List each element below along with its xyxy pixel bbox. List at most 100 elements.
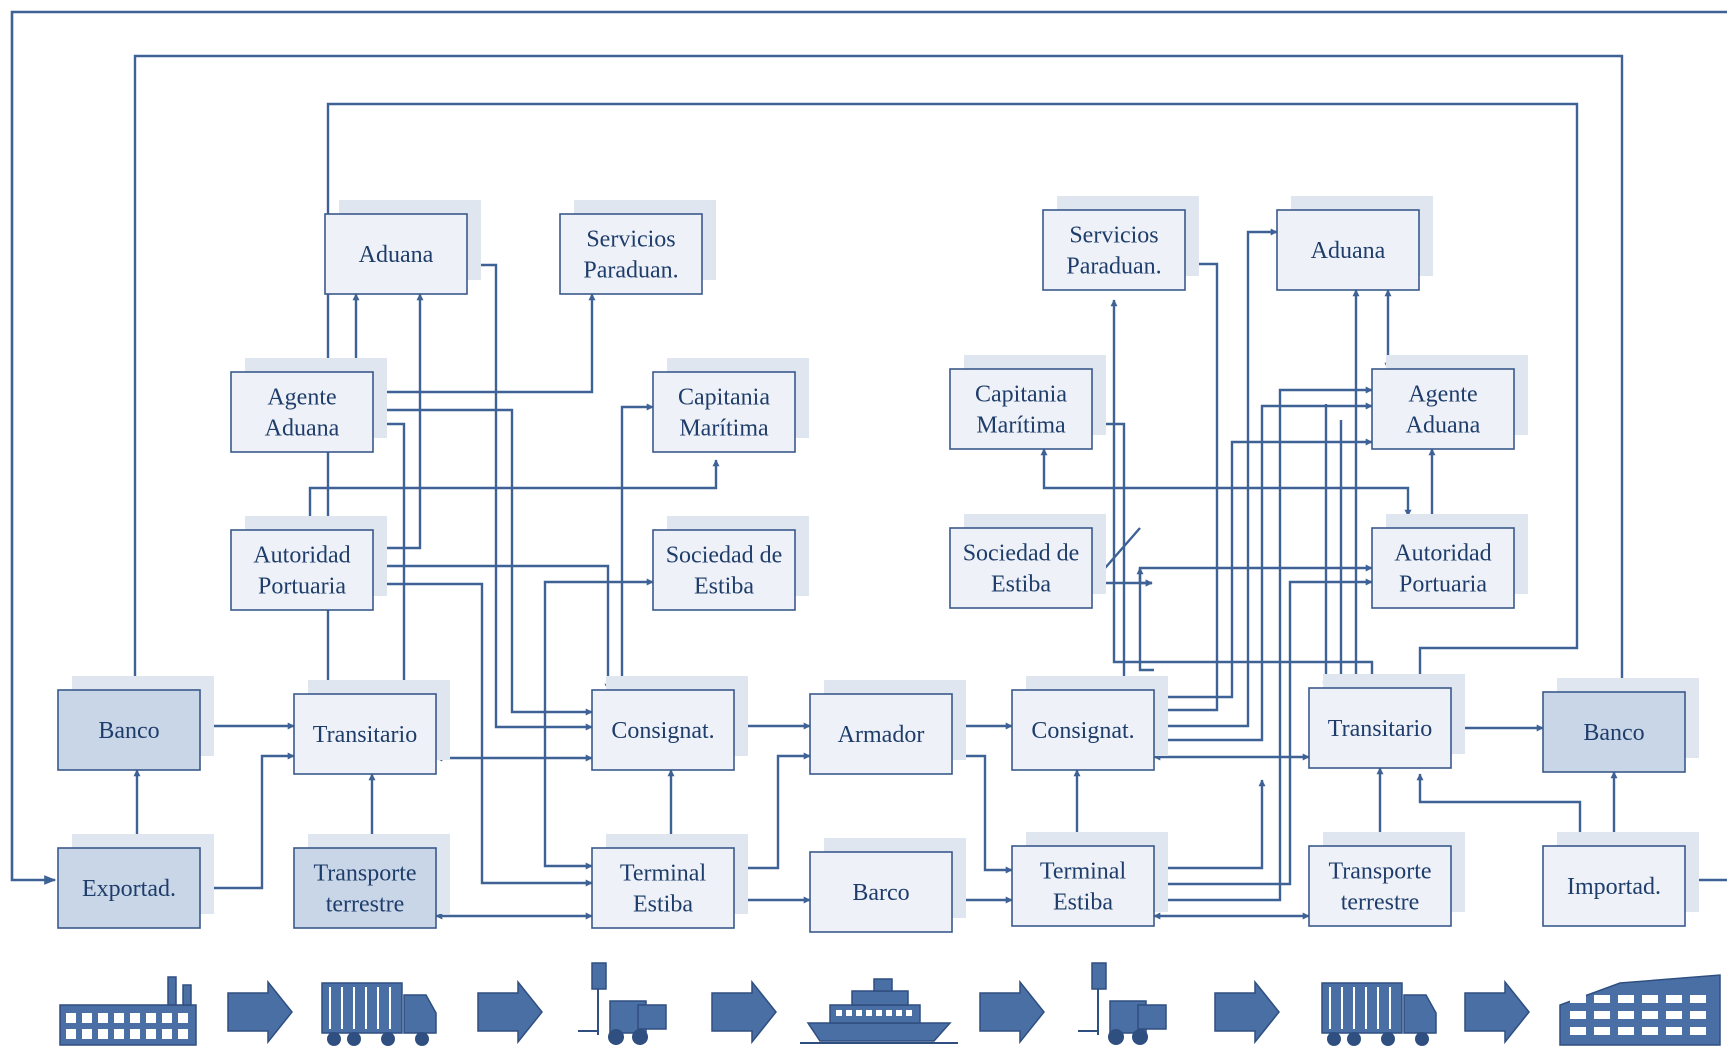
connector-line [733, 752, 811, 872]
node-box [293, 693, 437, 775]
truck-icon [321, 982, 437, 1046]
node-label: Marítima [679, 416, 769, 442]
connector-line [1110, 299, 1376, 689]
node-label: Banco [1583, 720, 1644, 746]
node-label: Estiba [1053, 890, 1113, 916]
connector-line [306, 459, 720, 531]
flow-arrow [711, 979, 777, 1045]
node-box [293, 847, 437, 929]
node-label: Barco [852, 880, 909, 906]
node-box [591, 689, 735, 771]
node-label: Autoridad [253, 543, 350, 569]
warehouse-icon [1559, 974, 1721, 1046]
connection-lines [131, 54, 1626, 920]
node-banco-exp: Banco [57, 676, 214, 771]
node-label: Estiba [633, 892, 693, 918]
node-box [809, 851, 953, 933]
flow-arrow [979, 979, 1045, 1045]
connector-line [131, 54, 1626, 691]
node-label: Consignat. [611, 718, 714, 744]
node-box [949, 527, 1093, 609]
node-label: Transporte [1328, 859, 1431, 885]
node-label: Capitania [678, 385, 770, 411]
node-box [591, 847, 735, 929]
node-label: Terminal [1040, 859, 1127, 885]
forklift-icon [1078, 962, 1167, 1045]
node-label: Sociedad de [666, 543, 783, 569]
ship-icon [800, 978, 958, 1044]
node-label: Aduana [1406, 413, 1481, 439]
connector-line [1416, 773, 1584, 847]
node-box [559, 213, 703, 295]
node-box [1308, 845, 1452, 927]
factory-icon [59, 976, 197, 1046]
node-consignat-exp: Consignat. [591, 676, 748, 771]
node-exportad: Exportad. [57, 834, 214, 929]
node-box [652, 371, 796, 453]
node-label: Sociedad de [963, 541, 1080, 567]
node-box [1042, 209, 1186, 291]
connector-line [1138, 564, 1373, 587]
flow-arrow [227, 979, 293, 1045]
node-label: Transitario [1328, 716, 1432, 742]
node-box [230, 371, 374, 453]
node-label: Importad. [1567, 874, 1661, 900]
connector-line [618, 403, 654, 691]
node-label: Agente [1408, 382, 1477, 408]
node-aduana-imp: Aduana [1276, 196, 1433, 291]
connector-line [467, 263, 593, 731]
connector-line [199, 752, 295, 892]
truck-icon [1321, 982, 1437, 1046]
node-label: Armador [838, 722, 925, 748]
node-label: Exportad. [82, 876, 176, 902]
node-label: Estiba [991, 572, 1051, 598]
node-box [57, 689, 201, 771]
node-label: terrestre [1341, 890, 1420, 916]
connector-line [951, 752, 1013, 874]
node-box [230, 529, 374, 611]
node-box [1542, 691, 1686, 773]
node-label: Paraduan. [583, 258, 678, 284]
node-sociedad-imp: Sociedad de Estiba [949, 514, 1106, 609]
connector-line [326, 102, 1579, 694]
node-box [949, 368, 1093, 450]
flow-strip [59, 962, 1721, 1046]
connector-line [372, 580, 593, 887]
node-transporte-imp: Transporte terrestre [1308, 832, 1465, 927]
node-label: Agente [267, 385, 336, 411]
node-box [1276, 209, 1420, 291]
node-box [57, 847, 201, 929]
node-box [1542, 845, 1686, 927]
node-transitario-exp: Transitario [293, 680, 450, 775]
connector-line [1040, 448, 1412, 517]
connector-line [543, 578, 654, 870]
node-banco-imp: Banco [1542, 678, 1699, 773]
node-label: Banco [98, 718, 159, 744]
node-sociedad-exp: Sociedad de Estiba [652, 516, 809, 611]
node-label: Paraduan. [1066, 254, 1161, 280]
node-label: Aduana [359, 242, 434, 268]
node-box [324, 213, 468, 295]
forklift-icon [578, 962, 667, 1045]
node-label: Portuaria [1399, 572, 1487, 598]
flow-arrow [1464, 979, 1530, 1045]
node-transitario-imp: Transitario [1308, 674, 1465, 769]
flow-arrow [1214, 979, 1280, 1045]
node-label: Aduana [265, 416, 340, 442]
node-label: Portuaria [258, 574, 346, 600]
node-label: Estiba [694, 574, 754, 600]
node-box [1011, 689, 1155, 771]
flow-arrow [477, 979, 543, 1045]
node-armador: Armador [809, 680, 966, 775]
node-label: Autoridad [1394, 541, 1491, 567]
